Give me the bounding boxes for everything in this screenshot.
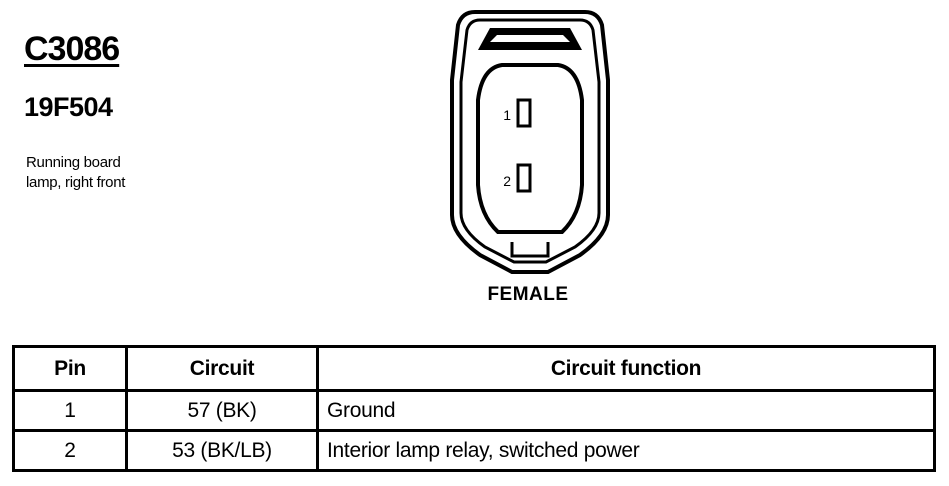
header-pin: Pin (12, 345, 128, 392)
connector-id: C3086 (24, 30, 120, 68)
cell-pin: 1 (12, 389, 128, 432)
pin-2-terminal (516, 163, 532, 193)
pin-2-label: 2 (503, 173, 511, 189)
cell-function: Interior lamp relay, switched power (316, 429, 936, 472)
pin-cavity (476, 63, 584, 234)
header-circuit: Circuit (125, 345, 319, 392)
connector-latch-slot (490, 35, 570, 42)
cell-function: Ground (316, 389, 936, 432)
cell-circuit: 57 (BK) (125, 389, 319, 432)
key-notch (510, 242, 550, 258)
table-header-row: Pin Circuit Circuit function (12, 345, 936, 392)
header-circuit-function: Circuit function (316, 345, 936, 392)
pin-1-label: 1 (503, 107, 511, 123)
pin-1-terminal (516, 98, 532, 128)
connector-description: Running board lamp, right front (26, 153, 125, 193)
description-line: Running board (26, 154, 121, 171)
connector-housing-outer (450, 10, 610, 274)
connector-face-diagram: 1 2 (450, 10, 610, 274)
cell-pin: 2 (12, 429, 128, 472)
pinout-table: Pin Circuit Circuit function 1 57 (BK) G… (12, 345, 936, 472)
description-line: lamp, right front (26, 174, 126, 191)
connector-housing-inner (459, 18, 601, 264)
gender-label: FEMALE (487, 284, 569, 305)
table-row: 1 57 (BK) Ground (12, 389, 936, 432)
cell-circuit: 53 (BK/LB) (125, 429, 319, 472)
part-number: 19F504 (24, 92, 113, 122)
table-row: 2 53 (BK/LB) Interior lamp relay, switch… (12, 429, 936, 472)
